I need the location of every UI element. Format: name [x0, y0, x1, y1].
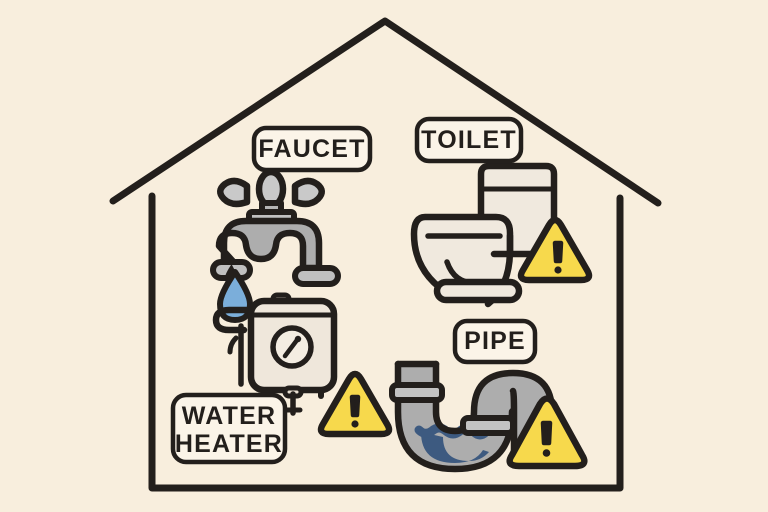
label-water-heater-line1: WATER	[182, 402, 276, 430]
label-toilet-text: TOILET	[421, 126, 517, 154]
pipe-warning-exclamation-dot	[542, 449, 551, 457]
label-toilet[interactable]: TOILET	[414, 116, 524, 164]
pipe-warning-exclamation-bar	[540, 420, 553, 446]
water-heater-warning-icon[interactable]	[317, 370, 393, 438]
pipe-collar-upper	[389, 382, 445, 403]
label-faucet-box[interactable]	[251, 125, 373, 173]
wall-line	[148, 192, 624, 492]
faucet-base	[292, 265, 341, 287]
label-pipe[interactable]: PIPE	[452, 318, 538, 365]
pipe-trap-water	[421, 432, 489, 463]
label-pipe-text: PIPE	[464, 327, 526, 355]
relief-valve-pipe	[212, 306, 258, 334]
toilet-warning-icon[interactable]	[517, 216, 593, 284]
label-toilet-box[interactable]	[414, 116, 524, 164]
water-heater-warning-exclamation-bar	[349, 394, 361, 418]
relief-valve-handle	[227, 335, 239, 355]
toilet-warning-exclamation-bar	[552, 240, 564, 264]
pressure-gauge-needle	[282, 337, 300, 359]
house-outline	[109, 17, 662, 492]
water-heater-icon	[212, 292, 338, 416]
roof-line	[109, 17, 662, 207]
toilet-tank-connector	[490, 232, 514, 258]
water-heater-warning-exclamation-dot	[351, 420, 359, 428]
label-faucet-text: FAUCET	[258, 135, 365, 163]
pipe-edge-inner	[432, 360, 556, 459]
toilet-base	[433, 278, 523, 304]
faucet-handle-right	[291, 177, 325, 208]
label-pipe-box[interactable]	[452, 318, 538, 365]
label-water-heater[interactable]: WATER HEATER	[170, 392, 288, 465]
toilet-warning-exclamation-dot	[554, 266, 562, 274]
pipe-warning-icon[interactable]	[506, 395, 588, 470]
label-water-heater-box[interactable]	[170, 392, 288, 465]
faucet-body	[215, 217, 323, 272]
pressure-gauge-hub	[294, 335, 302, 343]
faucet-handle-left	[217, 177, 251, 208]
pipe-collar-mid	[460, 415, 516, 436]
pipe-edge-right	[509, 387, 518, 459]
toilet-icon	[410, 162, 558, 308]
label-faucet[interactable]: FAUCET	[251, 125, 373, 173]
label-water-heater-line2: HEATER	[175, 430, 283, 458]
